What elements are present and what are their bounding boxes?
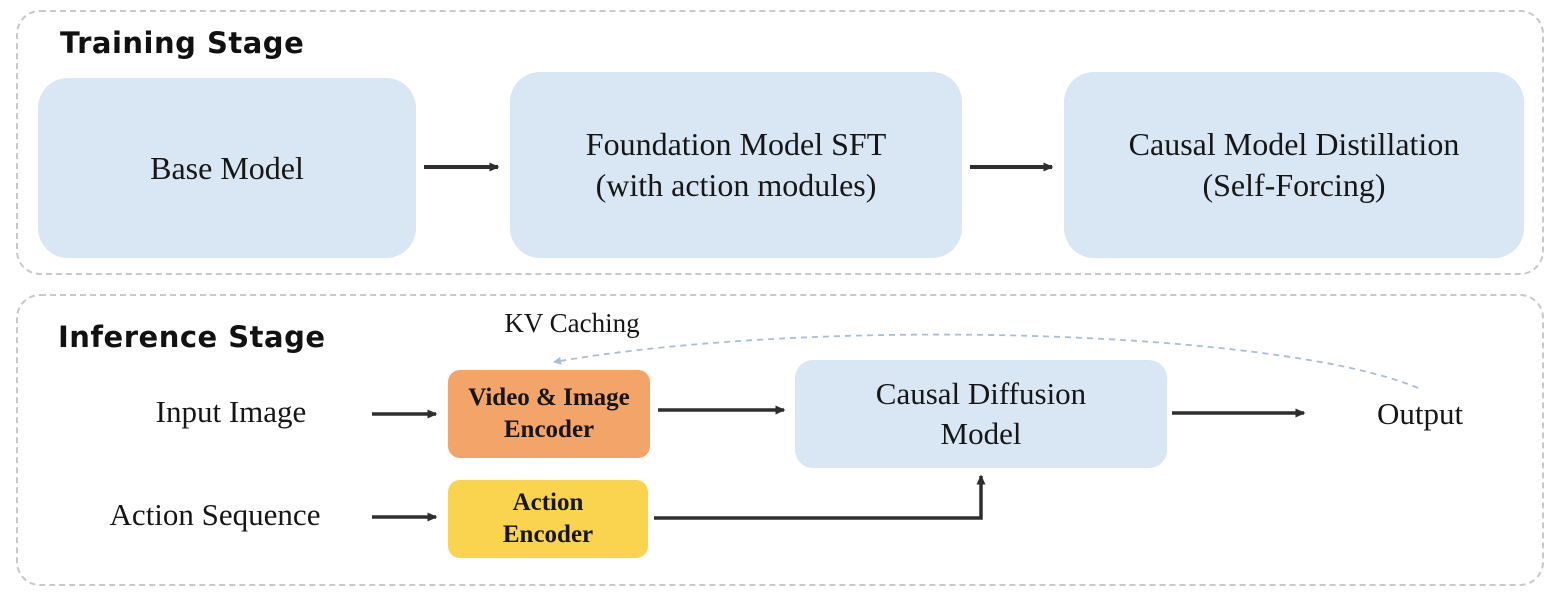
- causal-model-distillation-label: Causal Model Distillation (Self-Forcing): [1128, 126, 1460, 203]
- output-label: Output: [1376, 396, 1464, 431]
- base-model-box: Base Model: [38, 78, 416, 258]
- foundation-model-sft-label: Foundation Model SFT (with action module…: [585, 126, 887, 203]
- action-sequence-label: Action Sequence: [109, 497, 321, 532]
- inference-stage-title: Inference Stage: [58, 320, 326, 354]
- causal-diffusion-model-box: Causal Diffusion Model: [795, 360, 1167, 468]
- kv-caching-label: KV Caching: [504, 308, 640, 338]
- video-image-encoder-box: Video & Image Encoder: [448, 370, 650, 458]
- base-model-label: Base Model: [150, 149, 304, 186]
- input-image-label: Input Image: [155, 394, 307, 429]
- causal-model-distillation-box: Causal Model Distillation (Self-Forcing): [1064, 72, 1524, 258]
- training-stage-title: Training Stage: [60, 26, 305, 60]
- video-image-encoder-label: Video & Image Encoder: [468, 384, 630, 443]
- foundation-model-sft-box: Foundation Model SFT (with action module…: [510, 72, 962, 258]
- causal-diffusion-model-label: Causal Diffusion Model: [875, 376, 1087, 451]
- action-encoder-label: Action Encoder: [502, 489, 594, 548]
- action-encoder-box: Action Encoder: [448, 480, 648, 558]
